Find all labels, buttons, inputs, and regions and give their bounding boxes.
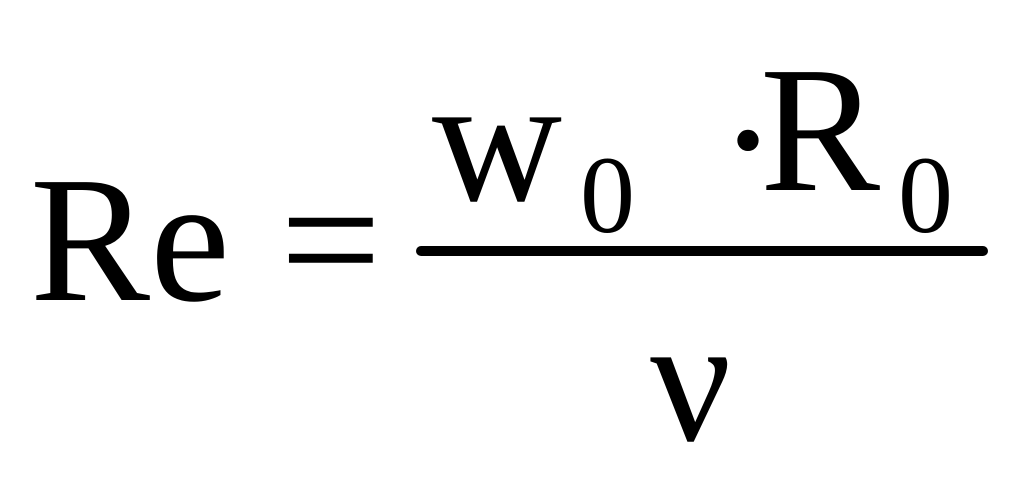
viscosity-symbol: ν — [650, 280, 732, 479]
velocity-subscript: 0 — [580, 134, 635, 256]
equals-sign: = — [280, 140, 382, 339]
velocity-symbol: w — [432, 40, 562, 239]
multiplication-dot: · — [718, 40, 778, 239]
reynolds-symbol: Re — [30, 140, 230, 339]
fraction-bar — [416, 246, 988, 256]
radius-symbol: R — [760, 30, 881, 229]
radius-subscript: 0 — [898, 134, 953, 256]
